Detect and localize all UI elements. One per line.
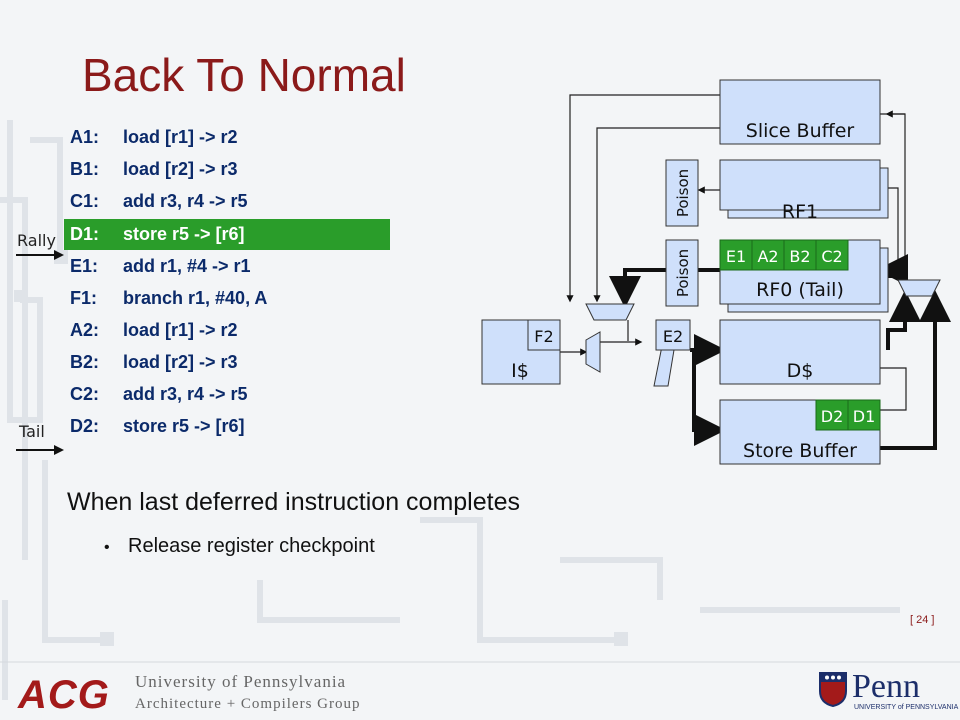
rf0-cell: [751, 239, 785, 271]
tail-arrow-icon: [16, 445, 64, 455]
code-line-a1: A1: load [r1] -> r2: [64, 122, 390, 153]
group-name: Architecture + Compilers Group: [135, 696, 361, 712]
rally-arrow-icon: [16, 250, 64, 260]
code-line-c2: C2: add r3, r4 -> r5: [64, 379, 390, 410]
code-line-d2: D2: store r5 -> [r6]: [64, 411, 390, 442]
dcache-label: D$: [787, 360, 814, 382]
code-label: E1:: [70, 256, 99, 276]
code-instruction: load [r1] -> r2: [123, 127, 238, 147]
bullet-dot-icon: •: [104, 539, 110, 556]
rf1-label: RF1: [782, 201, 818, 223]
rf0-cell: [719, 239, 753, 271]
rf0-label: RF0 (Tail): [756, 279, 844, 301]
code-instruction: store r5 -> [r6]: [123, 224, 245, 244]
rf0-cell-label: B2: [789, 247, 810, 266]
code-instruction: store r5 -> [r6]: [123, 416, 245, 436]
code-line-c1: C1: add r3, r4 -> r5: [64, 186, 390, 217]
code-label: D2:: [70, 416, 100, 436]
e2-label: E2: [663, 327, 683, 346]
code-label: A1:: [70, 127, 100, 147]
fetch-mux: [585, 331, 601, 373]
dcache-box: [719, 319, 881, 385]
slice-buffer-label: Slice Buffer: [746, 120, 855, 142]
rf0-cell-label: E1: [726, 247, 746, 266]
code-line-d1-highlighted: D1: store r5 -> [r6]: [64, 219, 390, 250]
code-instruction: load [r1] -> r2: [123, 320, 238, 340]
poison-bar-rf0: [665, 239, 699, 307]
poison-bar-rf1: [665, 159, 699, 227]
e2-cell: [655, 319, 691, 351]
code-instruction: add r3, r4 -> r5: [123, 384, 248, 404]
rf0-cell: [815, 239, 849, 271]
code-label: D1:: [70, 224, 100, 244]
store-buffer-cell: [847, 399, 881, 431]
bullet-text: Release register checkpoint: [128, 535, 375, 557]
code-instruction: branch r1, #40, A: [123, 288, 268, 308]
f2-label: F2: [534, 327, 553, 346]
acg-logo: ACG: [18, 673, 110, 717]
rf0-cell-label: A2: [757, 247, 778, 266]
poison-label-rf0: Poison: [674, 249, 692, 297]
store-buffer-cells: D2 D1: [815, 399, 881, 431]
store-buffer-cell-label: D2: [821, 407, 844, 426]
slice-mux: [585, 303, 635, 321]
code-label: F1:: [70, 288, 97, 308]
code-instruction: load [r2] -> r3: [123, 159, 238, 179]
code-line-b1: B1: load [r2] -> r3: [64, 154, 390, 185]
code-label: C2:: [70, 384, 100, 404]
code-label: A2:: [70, 320, 100, 340]
tail-label: Tail: [19, 422, 45, 441]
penn-subtitle: UNIVERSITY of PENNSYLVANIA: [854, 704, 959, 711]
rf-mux: [897, 279, 941, 297]
code-line-b2: B2: load [r2] -> r3: [64, 347, 390, 378]
rf1-box: [719, 159, 881, 211]
store-buffer-label: Store Buffer: [743, 440, 857, 462]
code-line-f1: F1: branch r1, #40, A: [64, 283, 390, 314]
code-instruction: add r3, r4 -> r5: [123, 191, 248, 211]
code-instruction: add r1, #4 -> r1: [123, 256, 251, 276]
code-label: B1:: [70, 159, 100, 179]
section-heading: When last deferred instruction completes: [67, 488, 520, 516]
code-label: B2:: [70, 352, 100, 372]
code-instruction: load [r2] -> r3: [123, 352, 238, 372]
rally-label: Rally: [17, 231, 56, 250]
rf0-cells: E1 A2 B2 C2: [719, 239, 849, 271]
code-label: C1:: [70, 191, 100, 211]
university-name: University of Pennsylvania: [135, 672, 347, 691]
page-number: [ 24 ]: [910, 614, 935, 626]
icache-label: I$: [511, 360, 529, 382]
slice-buffer-box: [719, 79, 881, 145]
slide-title: Back To Normal: [82, 49, 406, 101]
pipeline-diagram: Slice Buffer RF1 E1 A2 B2 C2 RF0 (Tail) Poi…: [481, 79, 951, 465]
code-line-e1: E1: add r1, #4 -> r1: [64, 251, 390, 282]
store-buffer-cell-label: D1: [853, 407, 876, 426]
penn-shield-icon: [819, 672, 847, 707]
rf0-cell-label: C2: [821, 247, 842, 266]
code-line-a2: A2: load [r1] -> r2: [64, 315, 390, 346]
f2-cell: [527, 319, 561, 351]
poison-label-rf1: Poison: [674, 169, 692, 217]
penn-wordmark: Penn: [852, 668, 920, 705]
